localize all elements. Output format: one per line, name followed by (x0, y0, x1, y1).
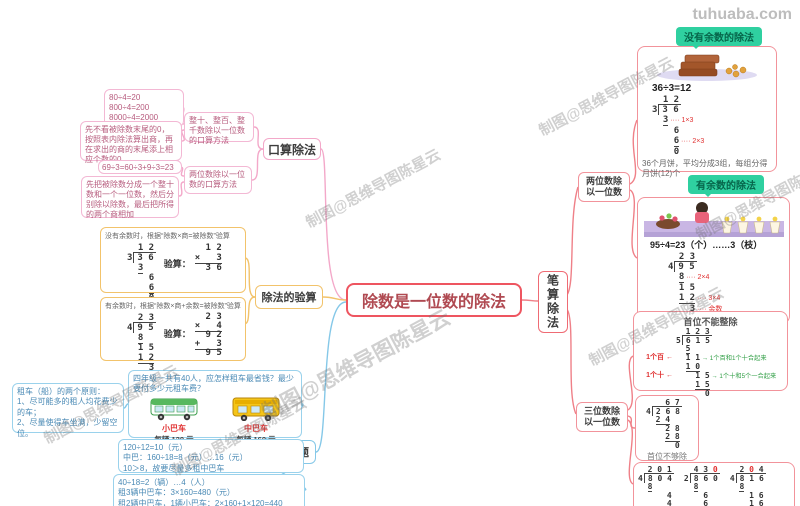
no-remainder-caption: 36个月饼，平均分成3组，每组分得月饼(12)个 (642, 159, 768, 179)
long-division-860-2: 4 3 028 6 0 8 6 6 0 (684, 465, 720, 506)
small-bus-icon (150, 398, 198, 420)
first-digit-not-divisible-title: 首位不能整除 (683, 317, 738, 327)
medium-bus-icon (232, 397, 280, 421)
oral-method2-example: 69÷3=60÷3+9÷3=23 (98, 160, 182, 174)
verify-label: 验算： (163, 329, 191, 339)
renting-plans-text: 40÷18=2（辆）…4（人） 租3辆中巴车：3×160=480（元） 租2辆中… (118, 478, 283, 506)
check-no-remainder-box: 没有余数时，根据“除数×商=被除数”验算 1 233 6 3 6 6 0 验算：… (100, 227, 246, 303)
verify-label: 验算： (163, 259, 191, 269)
oral-examples-box: 80÷4=20 800÷4=200 8000÷4=2000 (104, 89, 184, 127)
oral-examples-text: 80÷4=20 800÷4=200 8000÷4=2000 (109, 93, 159, 122)
multiplication-check-12x3: 1 2× 3 3 6 (194, 243, 222, 273)
two-digit-divisor-node: 两位数除以一位数 (578, 172, 630, 202)
oral-method2-note: 先把被除数分成一个整十数和一个一位数，然后分别除以除数，最后把所得的两个商相加 (81, 176, 179, 219)
mooncakes-illustration (657, 54, 757, 81)
site-watermark: tuhuaba.com (692, 6, 792, 23)
check-no-remainder-title: 没有余数时，根据“除数×商=被除数”验算 (105, 233, 230, 240)
renting-principles-text: 租车（船）的两个原则： 1、尽可能多的租人均花费少的车； 2、尽量使得车坐满，少… (17, 387, 118, 438)
first-digit-too-small-caption: 首位不够除 (647, 452, 687, 461)
tag-no-remainder: 没有余数的除法 (676, 27, 762, 49)
three-digit-divisor-node: 三位数除以一位数 (576, 402, 628, 432)
zero-in-quotient-box: 2 0 148 0 4 8 4 4 0 4 3 028 6 0 8 6 6 0 … (633, 462, 795, 506)
branch-division-check: 除法的验算 (255, 285, 323, 309)
word-problem-box: 四年级一共有40人，应怎样租车最省钱？最少要付多少元租车费？ 小巴车 每辆 12… (128, 370, 302, 453)
branch-oral-division: 口算除法 (263, 138, 321, 160)
oral-method1-note: 先不看被除数末尾的0，按照表内除法算出商，再在求出的商的末尾添上相应个数的0 (80, 121, 182, 164)
unit-price-compare-box: 120÷12=10（元） 中巴：160÷18=8（元）…16（元） 10＞8，故… (118, 439, 304, 473)
long-division-816-4: 2 0 448 1 6 8 1 6 1 6 0 (730, 465, 773, 506)
multiplication-check-23x4: 2 3× 4 9 2+ 3 9 5 (194, 312, 222, 358)
check-remainder-title: 有余数时，根据“除数×商+余数=被除数”验算 (105, 303, 241, 310)
equation-36-3: 36÷3=12 (652, 83, 692, 94)
renting-principles-box: 租车（船）的两个原则： 1、尽可能多的租人均花费少的车； 2、尽量使得车坐满，少… (12, 383, 124, 438)
oral-method2-node: 两位数除以一位数的口算方法 (184, 166, 252, 194)
unit-price-compare-text: 120÷12=10（元） 中巴：160÷18=8（元）…16（元） 10＞8，故… (123, 443, 248, 473)
bus-name: 中巴车 (244, 424, 268, 434)
oral-method1-node: 整十、整百、整千数除以一位数的口算方法 (184, 112, 254, 145)
flower-vases-illustration (643, 202, 784, 237)
bus-name: 小巴车 (162, 424, 186, 434)
tag-with-remainder: 有余数的除法 (688, 175, 764, 197)
equation-95-4: 95÷4=23（个）……3（枝） (650, 240, 763, 250)
word-problem-text: 四年级一共有40人，应怎样租车最省钱？最少要付多少元租车费？ (133, 374, 294, 394)
long-division-804-4: 2 0 148 0 4 8 4 4 0 (638, 465, 674, 506)
central-topic: 除数是一位数的除法 (346, 283, 522, 317)
long-division-36-3: 1 233 6 3 6 6 0 (127, 243, 156, 303)
renting-plans-box: 40÷18=2（辆）…4（人） 租3辆中巴车：3×160=480（元） 租2辆中… (113, 474, 305, 506)
branch-written-division: 笔算除法 (538, 271, 568, 333)
